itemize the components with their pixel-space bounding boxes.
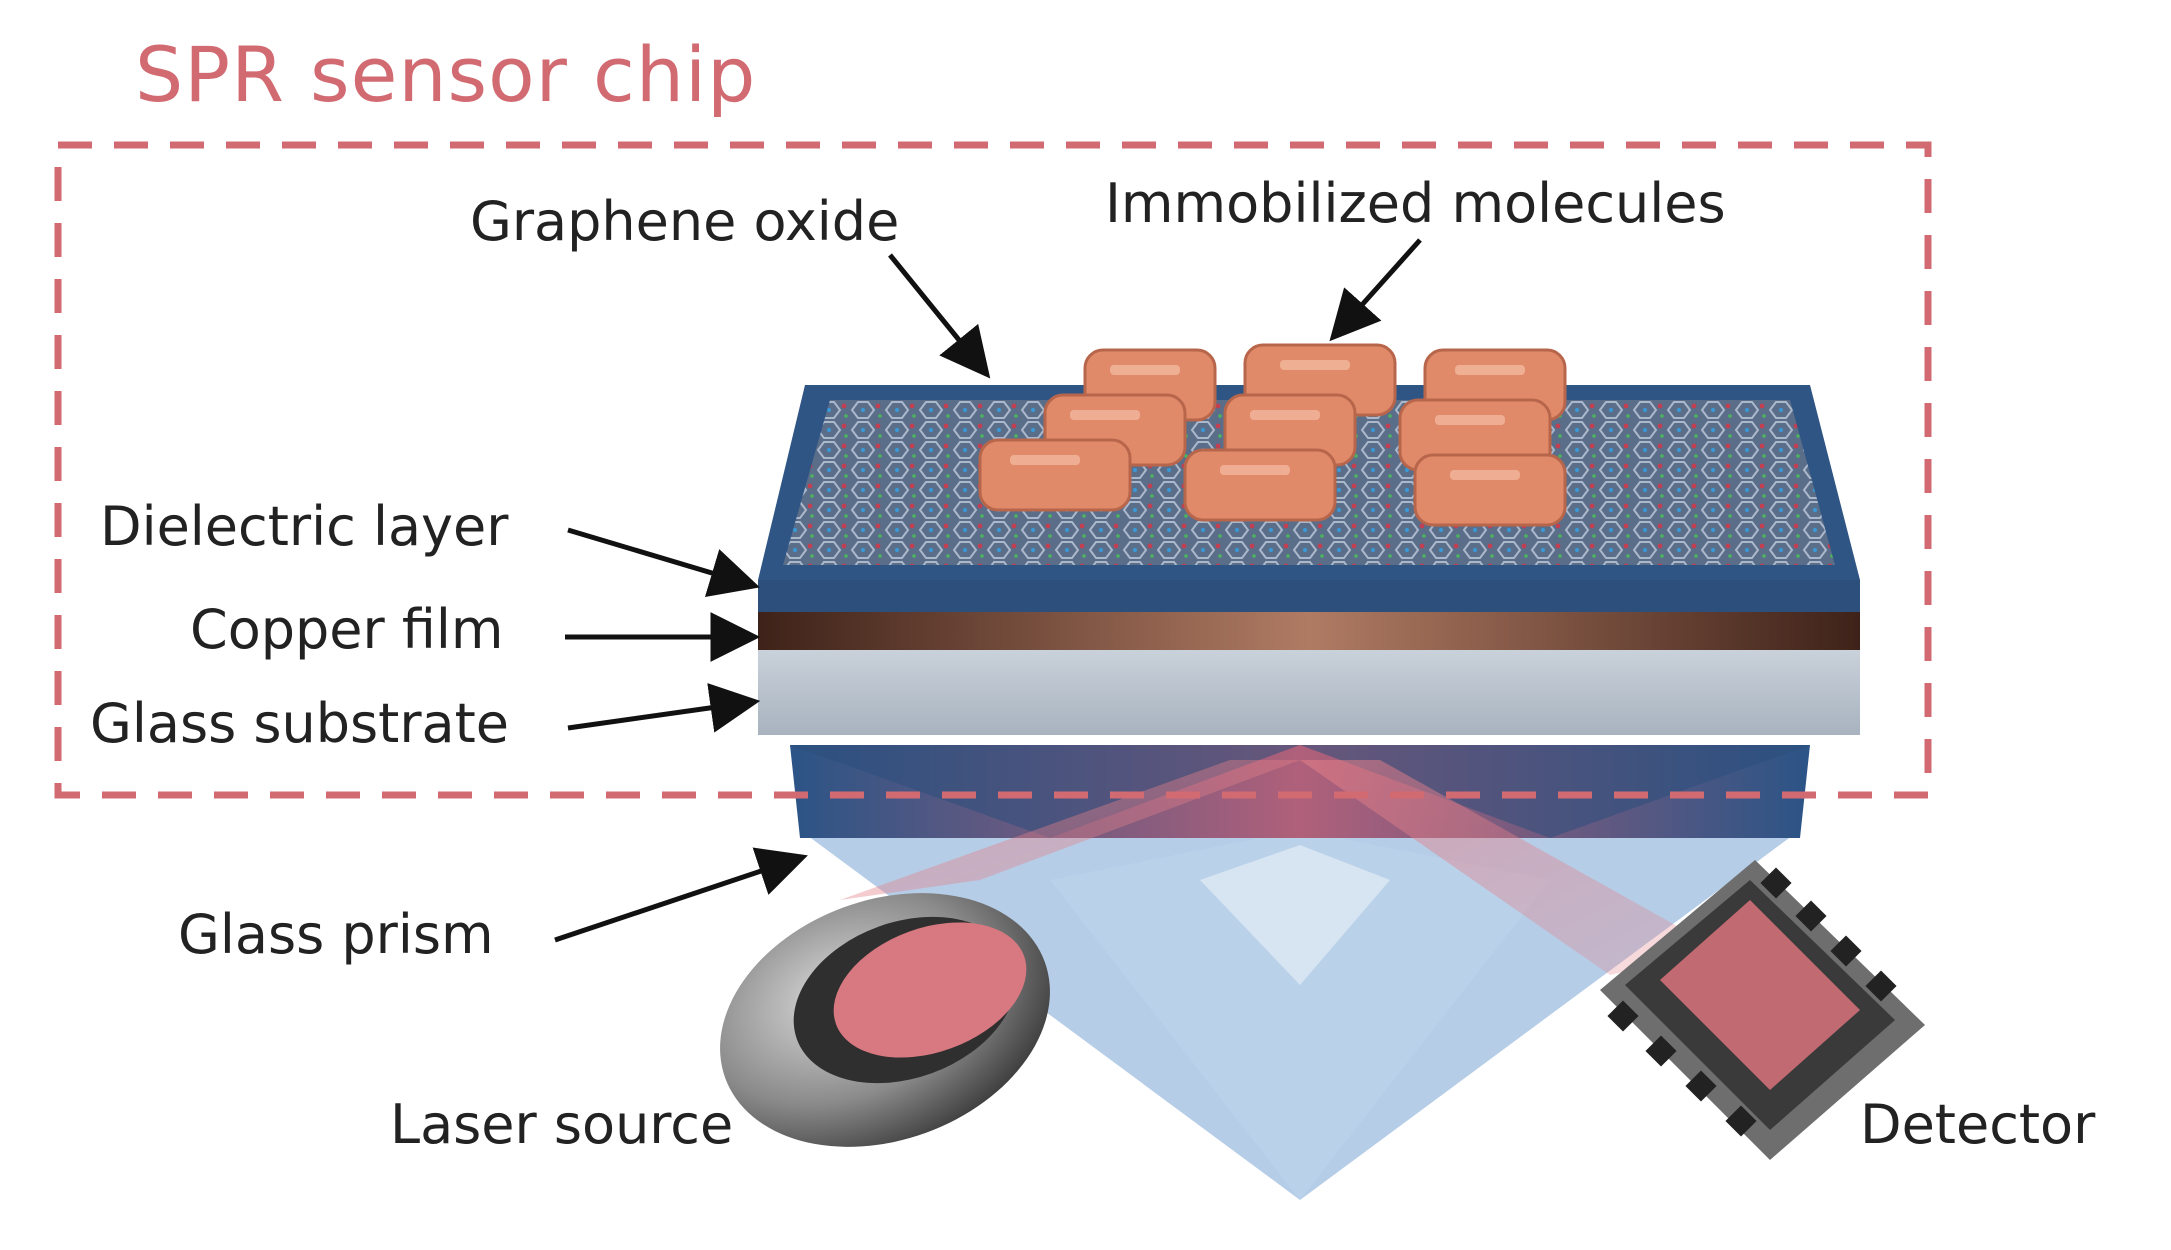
detector <box>1600 860 1925 1160</box>
arrow-glass-substrate <box>567 683 761 733</box>
arrow-immobilized-molecules <box>1329 238 1422 342</box>
figure-title: SPR sensor chip <box>135 30 757 119</box>
arrow-glass-prism <box>554 847 808 943</box>
label-laser-source: Laser source <box>390 1093 734 1156</box>
label-dielectric-layer: Dielectric layer <box>100 495 509 558</box>
label-glass-substrate: Glass substrate <box>90 692 510 755</box>
label-graphene-oxide: Graphene oxide <box>470 190 900 253</box>
label-arrows <box>554 238 1422 943</box>
laser-source <box>720 893 1050 1147</box>
label-copper-film: Copper film <box>190 598 504 661</box>
glass-substrate-layer <box>758 650 1860 735</box>
arrow-dielectric-layer <box>567 527 760 598</box>
label-detector: Detector <box>1860 1093 2096 1156</box>
label-immobilized-molecules: Immobilized molecules <box>1105 172 1726 235</box>
label-glass-prism: Glass prism <box>178 903 494 966</box>
immobilized-molecules <box>978 343 1567 527</box>
sensor-chip-outline <box>54 141 1932 799</box>
dielectric-layer <box>758 580 1860 612</box>
arrow-graphene-oxide <box>888 253 991 379</box>
copper-film-layer <box>758 612 1860 650</box>
